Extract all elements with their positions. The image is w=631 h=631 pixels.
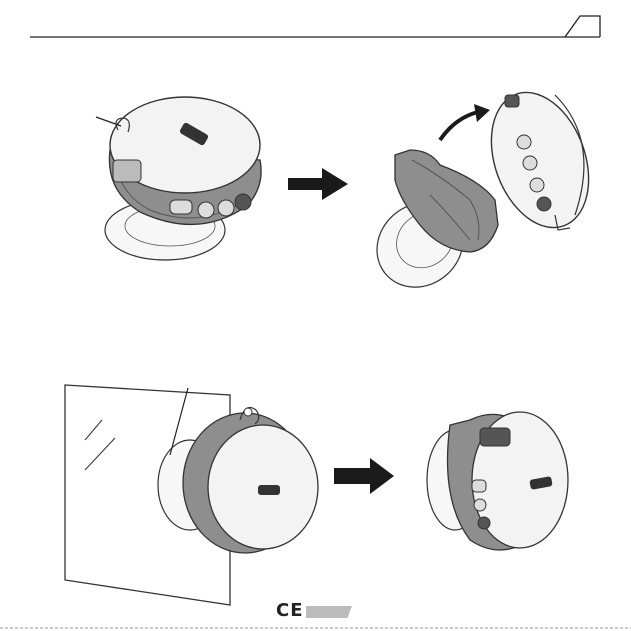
step-arrow-1 (288, 168, 348, 200)
footer-tag (306, 606, 352, 618)
speaker-rotated-on-mount (427, 412, 568, 550)
speaker-detached-from-holder (360, 79, 606, 305)
ce-mark: CE (276, 601, 306, 621)
page-tab (565, 16, 600, 37)
step-arrow-2 (334, 458, 394, 494)
speaker-mounted-on-glass (65, 385, 318, 605)
speaker-with-suction-mount (96, 97, 261, 260)
